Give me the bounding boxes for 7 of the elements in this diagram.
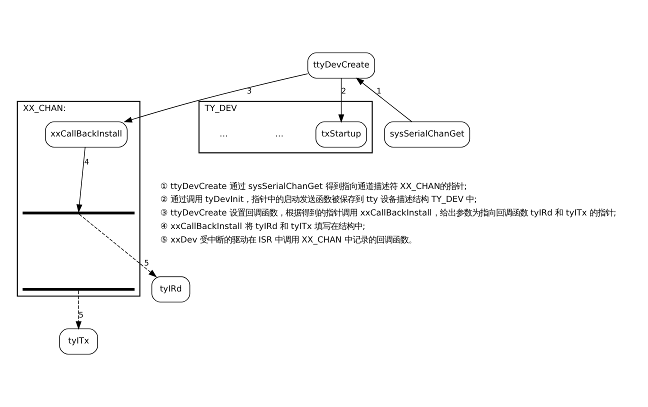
label: ③ ttyDevCreate 设置回调函数，根据得到的指针调用 xxCallBackInstall，给出参数为指向回调函数 tyIRd 和 tyITx 的指针; [160,208,616,218]
label: ④ xxCallBackInstall 将 tyIRd 和 tyITx 填写在结构中; [160,220,366,231]
label: ⑤ xxDev 受中断的驱动在 ISR 中调用 XX_CHAN 中记录的回调函数。 [160,234,416,244]
label: … [275,128,284,139]
label: ② 通过调用 tyDevInit，指针中的启动发送函数被保存到 tty 设备描述结构 TY_DEV 中; [160,194,478,204]
label: … [219,128,228,139]
label: ① ttyDevCreate 通过 sysSerialChanGet 得到指向通道描述符 XX_CHAN的指针; [160,180,467,191]
